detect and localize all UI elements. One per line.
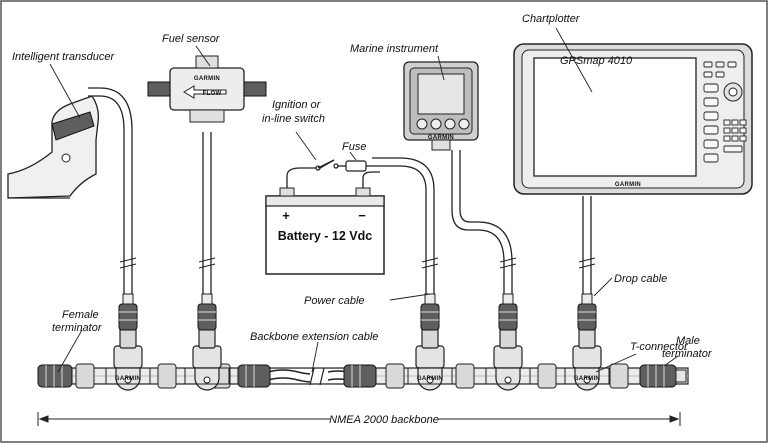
fuse — [345, 160, 367, 172]
tconn-brand-5: GARMIN — [574, 376, 600, 382]
drop-cables — [88, 87, 592, 294]
label-nmea-backbone: NMEA 2000 backbone — [329, 414, 439, 426]
male-terminator — [639, 364, 687, 388]
label-chartplotter: Chartplotter — [522, 13, 581, 25]
leader-lines — [49, 27, 679, 373]
label-intelligent-transducer: Intelligent transducer — [12, 51, 115, 63]
marine-instrument: GARMIN — [403, 61, 479, 151]
battery-label: Battery - 12 Vdc — [278, 229, 373, 243]
backbone-dimension — [37, 412, 681, 426]
label-female-terminator-2: terminator — [52, 322, 103, 334]
label-fuel-sensor: Fuel sensor — [162, 33, 221, 45]
tconn-brand-1: GARMIN — [115, 376, 141, 382]
battery-minus: − — [358, 208, 366, 223]
instrument-brand: GARMIN — [428, 135, 454, 141]
plotter-brand: GARMIN — [615, 182, 641, 188]
intelligent-transducer — [7, 95, 100, 199]
ignition-switch — [317, 159, 335, 169]
fuel-flow-label: FLOW — [203, 91, 222, 97]
label-fuse: Fuse — [342, 141, 366, 153]
cable-breaks — [119, 257, 596, 269]
fuel-brand-label: GARMIN — [194, 76, 220, 82]
backbone-extension-cable — [237, 364, 377, 388]
battery: + − Battery - 12 Vdc — [265, 187, 385, 275]
label-marine-instrument: Marine instrument — [350, 43, 439, 55]
chartplotter: GPSmap 4010 GARMIN — [513, 43, 753, 195]
label-t-connector: T-connector — [630, 341, 689, 353]
battery-plus: + — [282, 208, 290, 223]
label-female-terminator-1: Female — [62, 309, 99, 321]
label-ignition-line2: in-line switch — [262, 113, 325, 125]
label-backbone-extension-cable: Backbone extension cable — [250, 331, 378, 343]
backbone-couplings — [75, 363, 629, 389]
label-power-cable: Power cable — [304, 295, 365, 307]
female-terminator — [37, 364, 73, 388]
label-drop-cable: Drop cable — [614, 273, 667, 285]
label-male-terminator-2: terminator — [662, 348, 713, 360]
label-male-terminator-1: Male — [676, 335, 700, 347]
plotter-model: GPSmap 4010 — [560, 55, 633, 67]
tconn-brand-3: GARMIN — [417, 376, 443, 382]
label-ignition-line1: Ignition or — [272, 99, 322, 111]
